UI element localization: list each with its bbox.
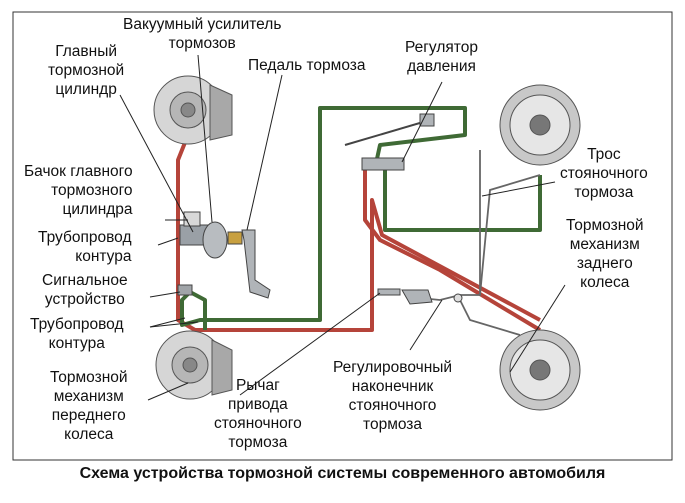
label-adjusting-tip: Регулировочный наконечник стояночного то… xyxy=(333,359,453,433)
pressure-regulator-shape xyxy=(344,113,435,171)
vacuum-booster-body xyxy=(202,221,228,259)
brake-pedal-shape xyxy=(241,229,271,299)
rear-upper-drum xyxy=(499,84,581,166)
label-parking-cable: Трос стояночного тормоза xyxy=(560,146,648,201)
parking-lever-shape xyxy=(377,288,463,305)
front-upper-disc xyxy=(153,75,233,145)
label-signal-device: Сигнальное устройство xyxy=(42,272,128,308)
label-pressure-regulator: Регулятор давления xyxy=(405,39,478,75)
label-pipeline-2: Трубопровод контура xyxy=(30,316,124,352)
rear-lower-drum xyxy=(499,329,581,411)
label-parking-lever: Рычаг привода стояночного тормоза xyxy=(214,377,302,451)
label-brake-pedal: Педаль тормоза xyxy=(248,57,366,74)
label-vacuum-booster: Вакуумный усилитель тормозов xyxy=(123,16,282,52)
label-rear-brake: Тормозной механизм заднего колеса xyxy=(566,217,644,291)
signal-device-shape xyxy=(177,284,193,296)
label-master-cylinder: Главный тормозной цилиндр xyxy=(48,43,125,98)
front-lower-disc xyxy=(155,330,233,400)
label-pipeline-1: Трубопровод контура xyxy=(38,229,132,265)
label-front-brake: Тормозной механизм переднего колеса xyxy=(50,369,128,443)
diagram-border xyxy=(12,11,673,461)
master-cylinder-assembly xyxy=(179,211,243,259)
label-reservoir: Бачок главного тормозного цилиндра xyxy=(24,163,133,218)
parking-cable-lines xyxy=(419,150,541,336)
leader-lines xyxy=(119,54,566,401)
diagram-caption: Схема устройства тормозной системы совре… xyxy=(79,465,606,482)
